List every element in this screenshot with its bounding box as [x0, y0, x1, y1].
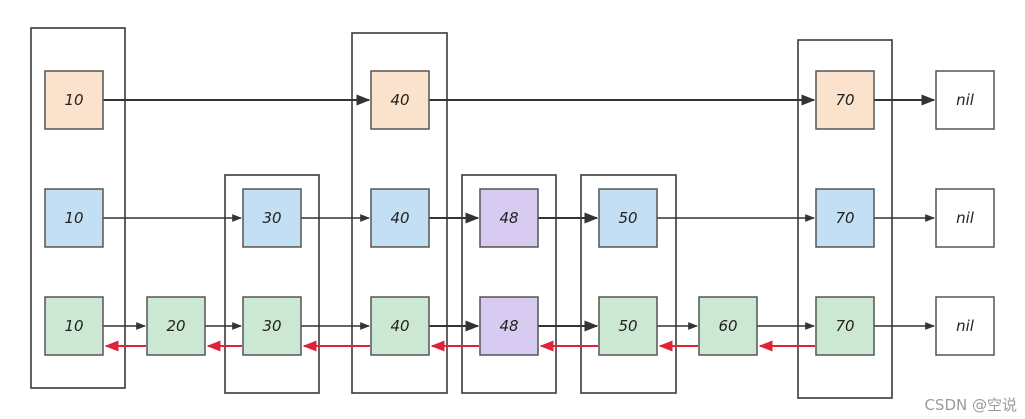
node-box — [370, 296, 430, 356]
node-label: 50 — [618, 317, 637, 335]
node-label: 48 — [499, 317, 518, 335]
node-box — [698, 296, 758, 356]
node-box — [479, 296, 539, 356]
node-box — [815, 188, 875, 248]
node-bottom-20: 20 — [146, 296, 206, 356]
node-label: 40 — [390, 209, 409, 227]
tower-70 — [797, 39, 893, 399]
node-box — [815, 70, 875, 130]
node-box — [935, 296, 995, 356]
node-box — [815, 296, 875, 356]
tower-columns — [30, 27, 893, 399]
tower-30 — [224, 174, 320, 394]
tower-48 — [461, 174, 557, 394]
node-bottom-70: 70 — [815, 296, 875, 356]
node-middle-48: 48 — [479, 188, 539, 248]
node-label: nil — [956, 317, 975, 335]
node-middle-40: 40 — [370, 188, 430, 248]
node-label: 20 — [166, 317, 185, 335]
node-box — [242, 296, 302, 356]
node-bottom-60: 60 — [698, 296, 758, 356]
node-box — [44, 296, 104, 356]
node-box — [598, 188, 658, 248]
node-bottom-40: 40 — [370, 296, 430, 356]
forward-links — [103, 94, 936, 332]
watermark: CSDN @空说 — [924, 396, 1017, 414]
node-label: 70 — [835, 91, 854, 109]
node-label: 40 — [390, 317, 409, 335]
node-label: 30 — [262, 317, 281, 335]
node-bottom-10: 10 — [44, 296, 104, 356]
node-box — [146, 296, 206, 356]
node-box — [935, 188, 995, 248]
node-label: 70 — [835, 209, 854, 227]
node-middle-10: 10 — [44, 188, 104, 248]
node-bottom-48: 48 — [479, 296, 539, 356]
node-label: 10 — [64, 91, 83, 109]
node-box — [479, 188, 539, 248]
node-box — [370, 70, 430, 130]
node-middle-30: 30 — [242, 188, 302, 248]
node-middle-nil: nil — [935, 188, 995, 248]
node-box — [370, 188, 430, 248]
node-bottom-nil: nil — [935, 296, 995, 356]
node-top-70: 70 — [815, 70, 875, 130]
node-middle-50: 50 — [598, 188, 658, 248]
node-bottom-30: 30 — [242, 296, 302, 356]
node-bottom-50: 50 — [598, 296, 658, 356]
node-box — [598, 296, 658, 356]
node-label: 60 — [718, 317, 737, 335]
node-top-40: 40 — [370, 70, 430, 130]
node-label: 70 — [835, 317, 854, 335]
tower-50 — [580, 174, 677, 394]
node-box — [935, 70, 995, 130]
node-label: 40 — [390, 91, 409, 109]
node-label: 10 — [64, 317, 83, 335]
tower-10 — [30, 27, 126, 389]
node-box — [44, 70, 104, 130]
tower-40 — [351, 32, 448, 394]
node-box — [242, 188, 302, 248]
node-label: 48 — [499, 209, 518, 227]
node-label: nil — [956, 209, 975, 227]
nodes: 10 40 70 nil 10 30 40 48 50 70 nil 10 20 30 40 48 50 60 70… — [44, 70, 995, 356]
node-label: 10 — [64, 209, 83, 227]
node-top-nil: nil — [935, 70, 995, 130]
node-label: nil — [956, 91, 975, 109]
node-label: 50 — [618, 209, 637, 227]
node-label: 30 — [262, 209, 281, 227]
node-middle-70: 70 — [815, 188, 875, 248]
node-box — [44, 188, 104, 248]
node-top-10: 10 — [44, 70, 104, 130]
